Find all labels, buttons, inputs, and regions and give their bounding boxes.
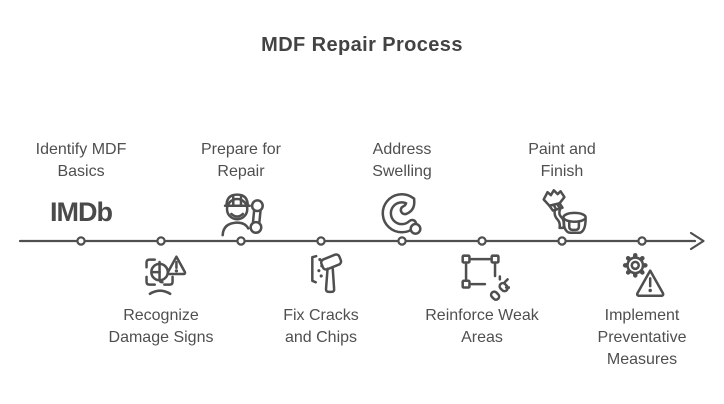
milestone-identify-mdf-basics: Identify MDF Basics IMDb [0, 139, 166, 239]
timeline-node [316, 236, 326, 246]
frame-broken-link-icon [454, 247, 510, 303]
milestone-address-swelling: Address Swelling [317, 139, 487, 239]
milestone-paint-and-finish: Paint and Finish [477, 139, 647, 239]
timeline-node [76, 236, 86, 246]
repair-worker-wrench-icon [214, 185, 268, 239]
milestone-reinforce-weak-areas: Reinforce Weak Areas [397, 247, 567, 349]
timeline-node [236, 236, 246, 246]
swelling-ring-icon [375, 185, 429, 239]
milestone-recognize-damage-signs: Recognize Damage Signs [76, 247, 246, 349]
milestone-label: Fix Cracks and Chips [283, 307, 359, 346]
milestone-implement-preventative-measures: Implement Preventative Measures [557, 247, 724, 371]
milestone-label: Identify MDF Basics [35, 141, 127, 180]
imdb-logo-text: IMDb [50, 197, 113, 227]
milestone-label: Prepare for Repair [200, 141, 282, 180]
timeline-node [397, 236, 407, 246]
timeline-node [557, 236, 567, 246]
milestone-label: Address Swelling [372, 141, 432, 180]
milestone-prepare-for-repair: Prepare for Repair [156, 139, 326, 239]
hammer-crack-icon [294, 247, 348, 303]
diagram-title: MDF Repair Process [261, 34, 463, 56]
milestone-label: Reinforce Weak Areas [425, 307, 539, 346]
milestone-label: Paint and Finish [528, 141, 596, 180]
imdb-logo-icon: IMDb [50, 185, 113, 239]
paintbrush-bucket-icon [534, 185, 590, 239]
damage-scan-warning-icon [134, 247, 188, 303]
timeline-node [637, 236, 647, 246]
timeline-node [477, 236, 487, 246]
arrow-head-icon [689, 231, 705, 251]
milestone-label: Recognize Damage Signs [108, 307, 214, 346]
gear-warning-icon [615, 247, 669, 303]
timeline-node [156, 236, 166, 246]
milestone-fix-cracks-and-chips: Fix Cracks and Chips [236, 247, 406, 349]
milestone-label: Implement Preventative Measures [597, 307, 687, 368]
